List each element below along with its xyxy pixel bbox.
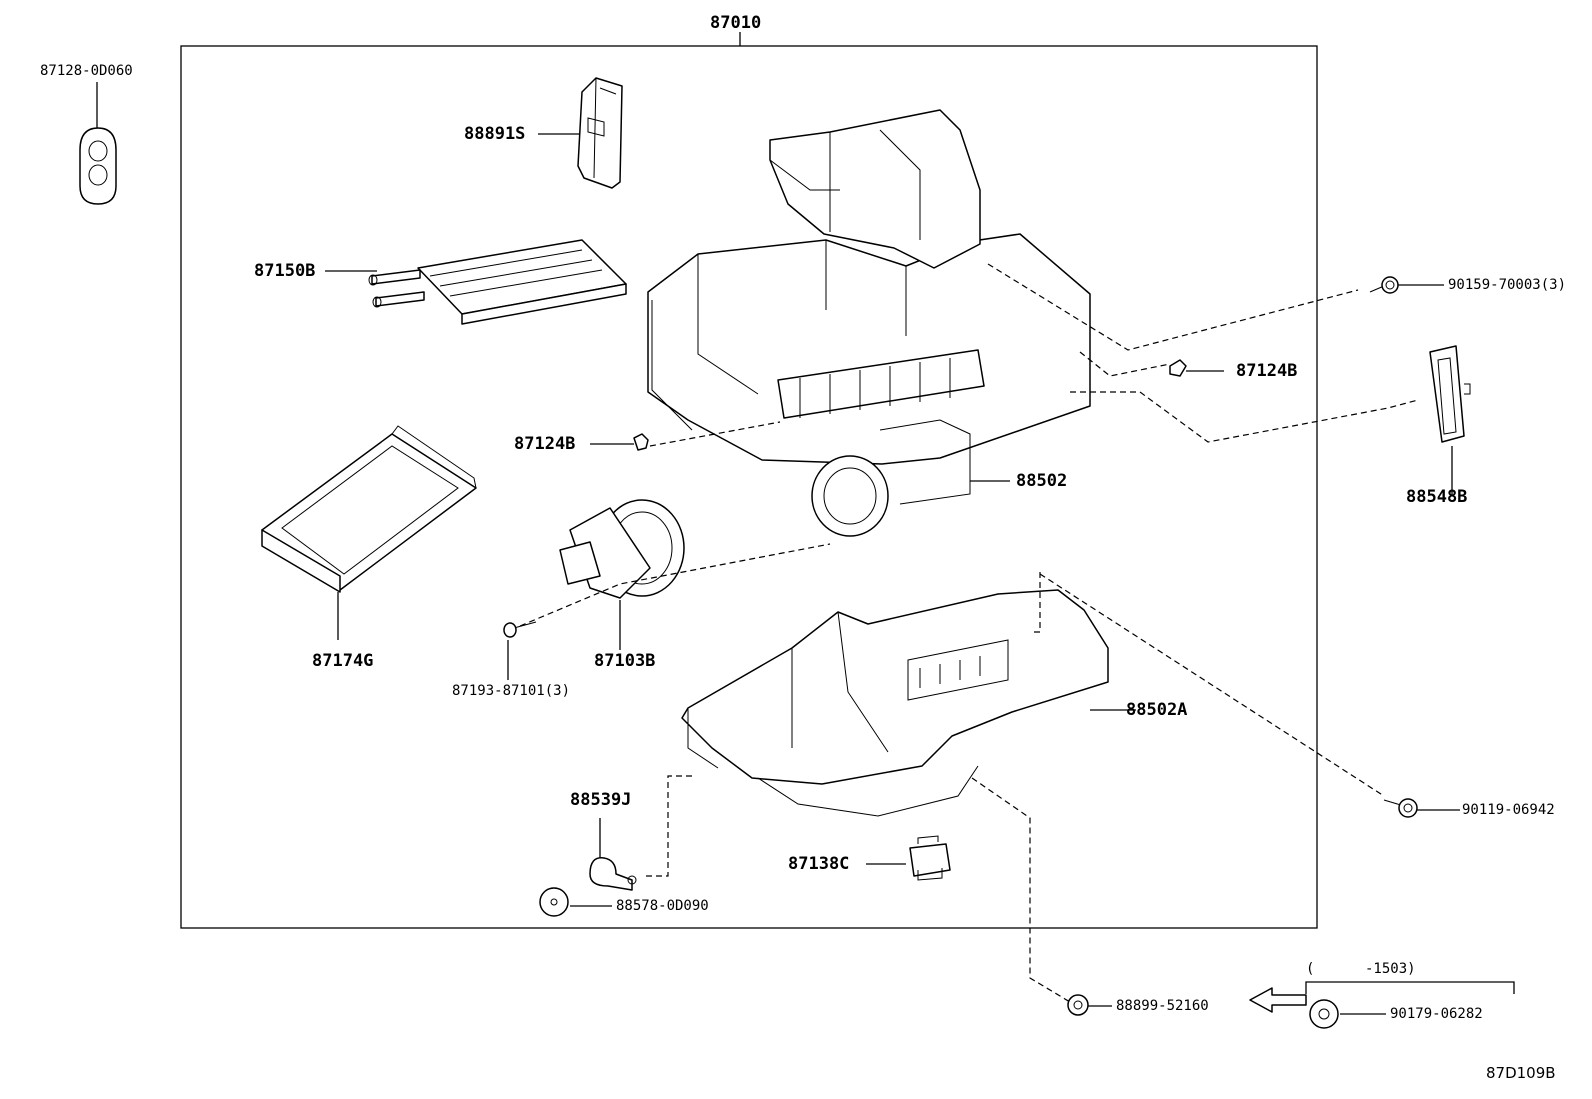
label-date-range: ( -1503) [1306,961,1416,977]
assembly-label: 87010 [710,13,762,33]
label-lower-case: 88502A [1126,700,1188,720]
assembly-frame [180,45,1318,929]
date-bracket [1305,981,1515,994]
nut-icon [1067,994,1112,1016]
label-upper-case: 88502 [1016,471,1068,491]
label-damper-servo: 88891S [464,124,526,144]
label-sensor: 88539J [570,790,632,810]
label-resistor: 87138C [788,854,850,874]
arrow-left-icon [1249,987,1307,1013]
label-clip-right: 87124B [1236,361,1298,381]
sensor-icon [589,818,637,891]
diagram-code: 87D109B [1486,1064,1556,1082]
label-blower-motor: 87103B [594,651,656,671]
label-filter-cover: 87174G [312,651,374,671]
heater-core-icon [325,239,627,325]
label-grommet: 87128-0D060 [40,63,133,79]
label-cover-right: 88548B [1406,487,1468,507]
cover-icon [1429,345,1471,496]
servo-icon [538,77,623,189]
clip-right-icon [1169,359,1224,377]
washer-icon [539,887,612,917]
label-alt-nut: 90179-06282 [1390,1006,1483,1022]
alt-nut-icon [1309,999,1386,1029]
dashed-reference-lines [519,263,1419,1003]
bolt-right-icon [1383,798,1460,818]
label-bolt-top: 90159-70003(3) [1448,277,1567,293]
clip-left-icon [590,433,649,451]
resistor-icon [866,835,951,881]
label-washer: 88578-0D090 [616,898,709,914]
label-heater-core: 87150B [254,261,316,281]
blower-motor-icon [559,499,685,650]
lower-case-icon [681,589,1136,817]
bolt-top-icon [1369,276,1444,294]
label-bolt-right: 90119-06942 [1462,802,1555,818]
label-clip-left: 87124B [514,434,576,454]
label-nut: 88899-52160 [1116,998,1209,1014]
filter-cover-icon [261,425,477,640]
label-screw: 87193-87101(3) [452,683,571,699]
upper-case-icon [647,109,1091,537]
screw-icon [503,621,537,680]
grommet-icon [79,82,117,205]
